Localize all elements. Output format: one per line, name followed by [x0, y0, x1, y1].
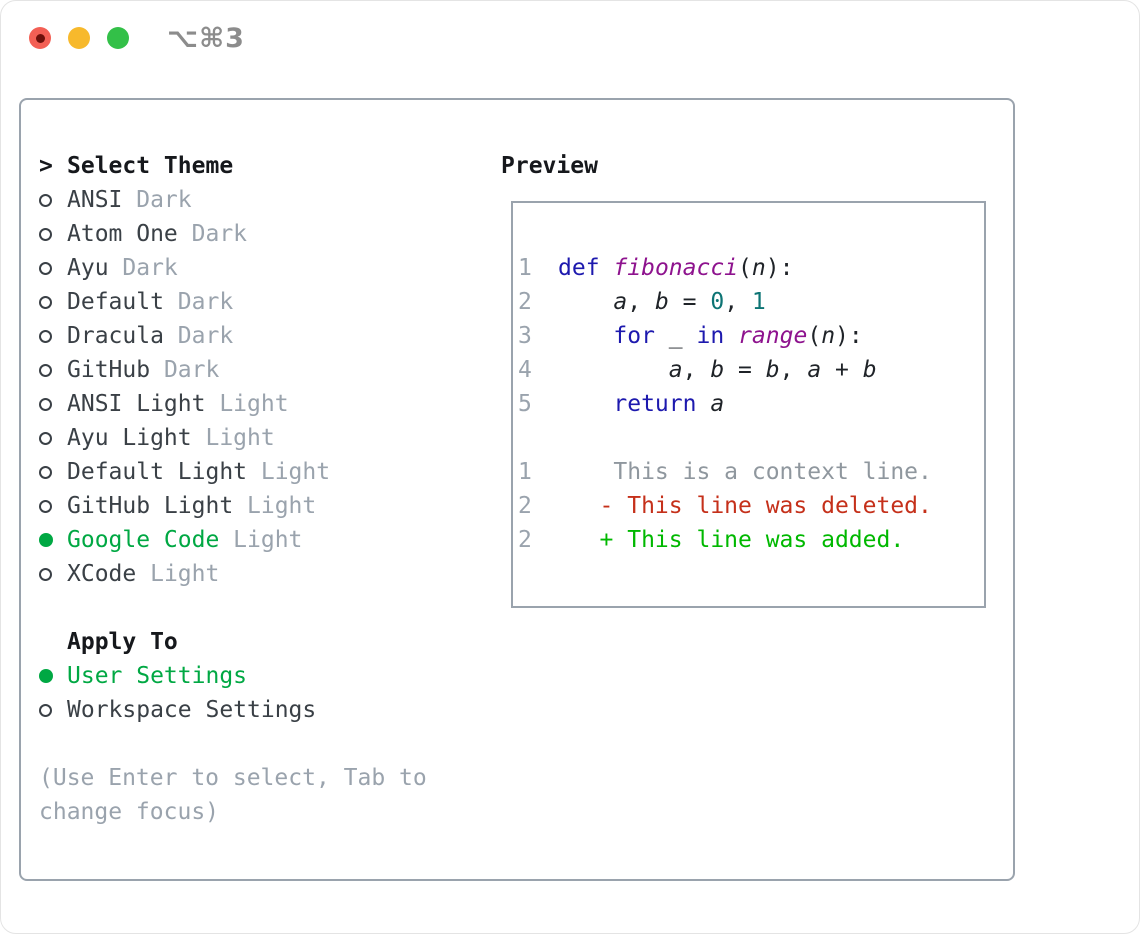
theme-option-ansi[interactable]: ANSI Dark: [39, 183, 330, 217]
theme-variant-label: Dark: [136, 187, 192, 213]
theme-variant-label: Light: [219, 391, 289, 417]
code-text: for _ in range(n):: [613, 323, 863, 349]
code-line: 2 + This line was added.: [513, 523, 984, 557]
theme-option-google-code[interactable]: Google Code Light: [39, 523, 330, 557]
code-text: return a: [613, 391, 725, 417]
titlebar: ⌥⌘3: [1, 1, 1139, 73]
radio-icon: [39, 431, 52, 445]
theme-option-atom-one[interactable]: Atom One Dark: [39, 217, 330, 251]
close-dot-icon: [35, 33, 45, 43]
zoom-button[interactable]: [107, 27, 129, 49]
theme-option-default-light[interactable]: Default Light Light: [39, 455, 330, 489]
line-number: 5: [518, 391, 532, 417]
radio-selected-icon: [39, 669, 53, 683]
code-text: a, b = b, a + b: [668, 357, 877, 383]
theme-name: Atom One: [67, 221, 178, 247]
preview-title: Preview: [501, 153, 598, 179]
theme-variant-label: Light: [247, 493, 317, 519]
apply-option-label: User Settings: [67, 663, 248, 689]
code-text: + This line was added.: [558, 527, 905, 553]
theme-variant-label: Light: [205, 425, 275, 451]
line-number: 2: [518, 493, 532, 519]
theme-list-title: Select Theme: [67, 153, 234, 179]
window-title: ⌥⌘3: [167, 23, 245, 54]
code-text: - This line was deleted.: [558, 493, 932, 519]
radio-icon: [39, 227, 52, 241]
theme-variant-label: Dark: [191, 221, 248, 247]
radio-icon: [39, 193, 52, 207]
help-text: (Use Enter to select, Tab to change focu…: [39, 765, 427, 825]
code-line: 4 a, b = b, a + b: [513, 353, 984, 387]
code-line: 2 a, b = 0, 1: [513, 285, 984, 319]
code-text: This is a context line.: [558, 459, 932, 485]
line-number: 4: [518, 357, 532, 383]
theme-option-github[interactable]: GitHub Dark: [39, 353, 330, 387]
line-number: 2: [518, 527, 532, 553]
theme-option-ayu-light[interactable]: Ayu Light Light: [39, 421, 330, 455]
theme-name: GitHub Light: [67, 493, 234, 519]
radio-selected-icon: [39, 533, 53, 547]
theme-name: Default: [67, 289, 164, 315]
radio-icon: [39, 703, 52, 717]
line-number: 1: [518, 459, 532, 485]
theme-option-ansi-light[interactable]: ANSI Light Light: [39, 387, 330, 421]
line-number: 3: [518, 323, 532, 349]
code-text: def fibonacci(n):: [558, 255, 794, 281]
theme-name: Ayu: [67, 255, 109, 281]
line-number: 2: [518, 289, 532, 315]
theme-option-xcode[interactable]: XCode Light: [39, 557, 330, 591]
theme-name: Dracula: [67, 323, 164, 349]
apply-to-header: Apply To: [67, 629, 178, 655]
code-line: 3 for _ in range(n):: [513, 319, 984, 353]
theme-variant-label: Dark: [163, 357, 220, 383]
theme-name: ANSI: [67, 187, 123, 213]
theme-option-ayu[interactable]: Ayu Dark: [39, 251, 330, 285]
code-line: 1 This is a context line.: [513, 455, 984, 489]
radio-icon: [39, 465, 52, 479]
theme-variant-label: Light: [260, 459, 331, 485]
theme-variant-label: Dark: [122, 255, 178, 281]
theme-name: GitHub: [67, 357, 151, 383]
theme-variant-label: Dark: [177, 323, 234, 349]
apply-option-workspace-settings[interactable]: Workspace Settings: [39, 693, 316, 727]
theme-option-default[interactable]: Default Dark: [39, 285, 330, 319]
theme-name: ANSI Light: [67, 391, 206, 417]
apply-option-user-settings[interactable]: User Settings: [39, 659, 316, 693]
radio-icon: [39, 499, 52, 513]
radio-icon: [39, 295, 52, 309]
theme-option-github-light[interactable]: GitHub Light Light: [39, 489, 330, 523]
theme-name: XCode: [67, 561, 137, 587]
code-text: a, b = 0, 1: [613, 289, 766, 315]
theme-variant-label: Dark: [177, 289, 234, 315]
apply-option-label: Workspace Settings: [67, 697, 317, 723]
minimize-button[interactable]: [68, 27, 90, 49]
close-button[interactable]: [29, 27, 51, 49]
code-line: 1 def fibonacci(n):: [513, 251, 984, 285]
theme-name: Default Light: [67, 459, 248, 485]
line-number: 1: [518, 255, 532, 281]
cursor-icon: >: [39, 153, 53, 179]
radio-icon: [39, 397, 52, 411]
code-line: 2 - This line was deleted.: [513, 489, 984, 523]
radio-icon: [39, 363, 52, 377]
theme-variant-label: Light: [150, 561, 220, 587]
radio-icon: [39, 329, 52, 343]
radio-icon: [39, 567, 52, 581]
theme-option-dracula[interactable]: Dracula Dark: [39, 319, 330, 353]
theme-list-header: > Select Theme: [39, 149, 330, 183]
theme-variant-label: Light: [233, 527, 303, 553]
radio-icon: [39, 261, 52, 275]
code-line: 5 return a: [513, 387, 984, 421]
theme-name: Google Code: [67, 527, 220, 553]
theme-name: Ayu Light: [67, 425, 192, 451]
code-line: [513, 421, 984, 455]
